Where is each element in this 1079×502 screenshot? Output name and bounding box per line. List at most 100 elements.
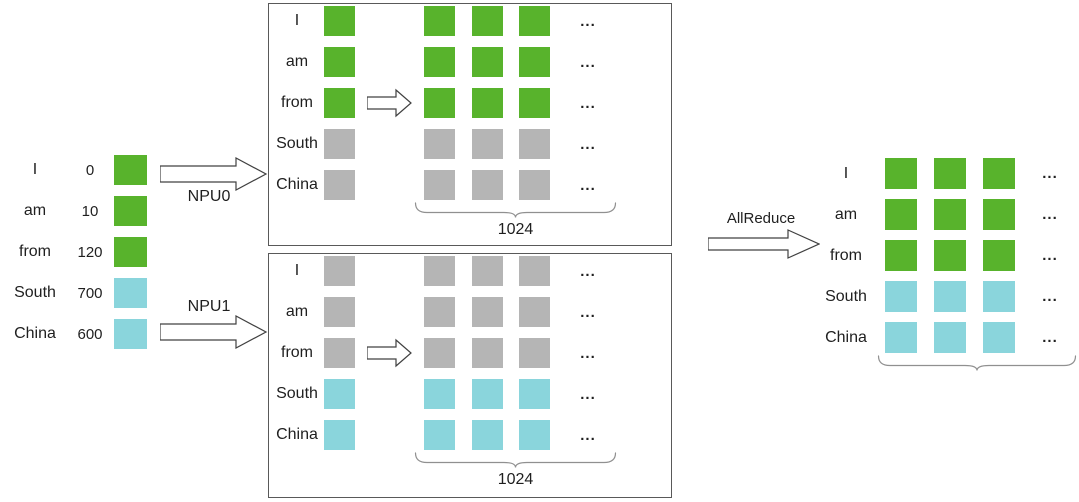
embedding-vector-cell bbox=[885, 322, 917, 353]
embedding-vector-cell bbox=[983, 322, 1015, 353]
embedding-vector-cell bbox=[424, 420, 455, 450]
ellipsis: ... bbox=[1042, 329, 1058, 346]
embedding-vector-cell bbox=[472, 170, 503, 200]
embedding-vector-cell bbox=[885, 240, 917, 271]
token-label: China bbox=[276, 176, 318, 193]
embedding-vector-cell bbox=[983, 158, 1015, 189]
embedding-vector-cell bbox=[472, 47, 503, 77]
vocab-index: 700 bbox=[77, 284, 103, 302]
embedding-vector-cell bbox=[519, 6, 550, 36]
lookup-cell bbox=[324, 379, 355, 409]
embedding-vector-cell bbox=[424, 129, 455, 159]
ellipsis: ... bbox=[1042, 165, 1058, 182]
vocab-index: 0 bbox=[85, 161, 95, 179]
underbrace bbox=[414, 202, 617, 218]
ellipsis: ... bbox=[1042, 247, 1058, 264]
token-label: am bbox=[285, 53, 309, 70]
lookup-cell bbox=[324, 256, 355, 286]
ellipsis: ... bbox=[1042, 288, 1058, 305]
ellipsis: ... bbox=[580, 262, 596, 280]
vocab-index: 600 bbox=[77, 325, 103, 343]
embedding-vector-cell bbox=[424, 47, 455, 77]
lookup-cell bbox=[324, 6, 355, 36]
embedding-vector-cell bbox=[885, 199, 917, 230]
embedding-vector-cell bbox=[424, 170, 455, 200]
underbrace bbox=[414, 452, 617, 468]
ellipsis: ... bbox=[580, 135, 596, 153]
embedding-vector-cell bbox=[983, 240, 1015, 271]
lookup-cell bbox=[324, 88, 355, 118]
embedding-vector-cell bbox=[519, 297, 550, 327]
embedding-vector-cell bbox=[519, 129, 550, 159]
npu0-label: NPU0 bbox=[187, 188, 231, 205]
embedding-swatch bbox=[114, 196, 147, 226]
embedding-vector-cell bbox=[424, 256, 455, 286]
expand-arrow-icon bbox=[367, 338, 412, 368]
ellipsis: ... bbox=[580, 426, 596, 444]
embedding-swatch bbox=[114, 319, 147, 349]
ellipsis: ... bbox=[580, 176, 596, 194]
embedding-vector-cell bbox=[519, 170, 550, 200]
ellipsis: ... bbox=[580, 12, 596, 30]
embedding-vector-cell bbox=[934, 322, 966, 353]
expand-arrow-icon bbox=[367, 88, 412, 118]
token-label: from bbox=[281, 94, 313, 111]
vocab-index: 10 bbox=[81, 202, 99, 220]
token-label: I bbox=[32, 161, 38, 178]
token-label: China bbox=[14, 325, 56, 342]
lookup-cell bbox=[324, 170, 355, 200]
ellipsis: ... bbox=[1042, 206, 1058, 223]
token-label: I bbox=[294, 12, 300, 29]
embedding-swatch bbox=[114, 278, 147, 308]
ellipsis: ... bbox=[580, 94, 596, 112]
embedding-vector-cell bbox=[983, 199, 1015, 230]
embedding-vector-cell bbox=[519, 47, 550, 77]
embedding-vector-cell bbox=[519, 379, 550, 409]
embedding-vector-cell bbox=[519, 256, 550, 286]
lookup-cell bbox=[324, 129, 355, 159]
npu1-arrow-icon bbox=[160, 315, 268, 349]
token-label: China bbox=[276, 426, 318, 443]
embedding-vector-cell bbox=[519, 338, 550, 368]
embedding-vector-cell bbox=[519, 88, 550, 118]
token-label: South bbox=[14, 284, 56, 301]
embedding-vector-cell bbox=[424, 338, 455, 368]
embedding-vector-cell bbox=[472, 379, 503, 409]
embedding-vector-cell bbox=[472, 420, 503, 450]
embedding-vector-cell bbox=[885, 158, 917, 189]
token-label: I bbox=[294, 262, 300, 279]
embedding-vector-cell bbox=[983, 281, 1015, 312]
dimension-label: 1024 bbox=[497, 471, 534, 488]
lookup-cell bbox=[324, 338, 355, 368]
npu0-box: I ... am ... from ... South ... China ..… bbox=[268, 3, 672, 246]
underbrace bbox=[877, 355, 1077, 371]
embedding-vector-cell bbox=[472, 256, 503, 286]
token-label: I bbox=[843, 164, 849, 182]
embedding-vector-cell bbox=[934, 240, 966, 271]
embedding-vector-cell bbox=[424, 379, 455, 409]
embedding-vector-cell bbox=[424, 297, 455, 327]
lookup-cell bbox=[324, 297, 355, 327]
embedding-swatch bbox=[114, 237, 147, 267]
embedding-vector-cell bbox=[934, 158, 966, 189]
ellipsis: ... bbox=[580, 303, 596, 321]
embedding-vector-cell bbox=[424, 88, 455, 118]
embedding-vector-cell bbox=[934, 281, 966, 312]
embedding-vector-cell bbox=[472, 129, 503, 159]
ellipsis: ... bbox=[580, 53, 596, 71]
token-label: from bbox=[281, 344, 313, 361]
token-label: from bbox=[830, 246, 862, 264]
ellipsis: ... bbox=[580, 385, 596, 403]
allreduce-arrow-icon bbox=[708, 229, 820, 259]
token-label: am bbox=[834, 205, 858, 223]
token-label: South bbox=[276, 135, 318, 152]
ellipsis: ... bbox=[580, 344, 596, 362]
embedding-vector-cell bbox=[472, 297, 503, 327]
token-label: from bbox=[19, 243, 51, 260]
embedding-vector-cell bbox=[519, 420, 550, 450]
embedding-vector-cell bbox=[472, 338, 503, 368]
lookup-cell bbox=[324, 420, 355, 450]
embedding-vector-cell bbox=[424, 6, 455, 36]
token-label: China bbox=[825, 328, 867, 346]
